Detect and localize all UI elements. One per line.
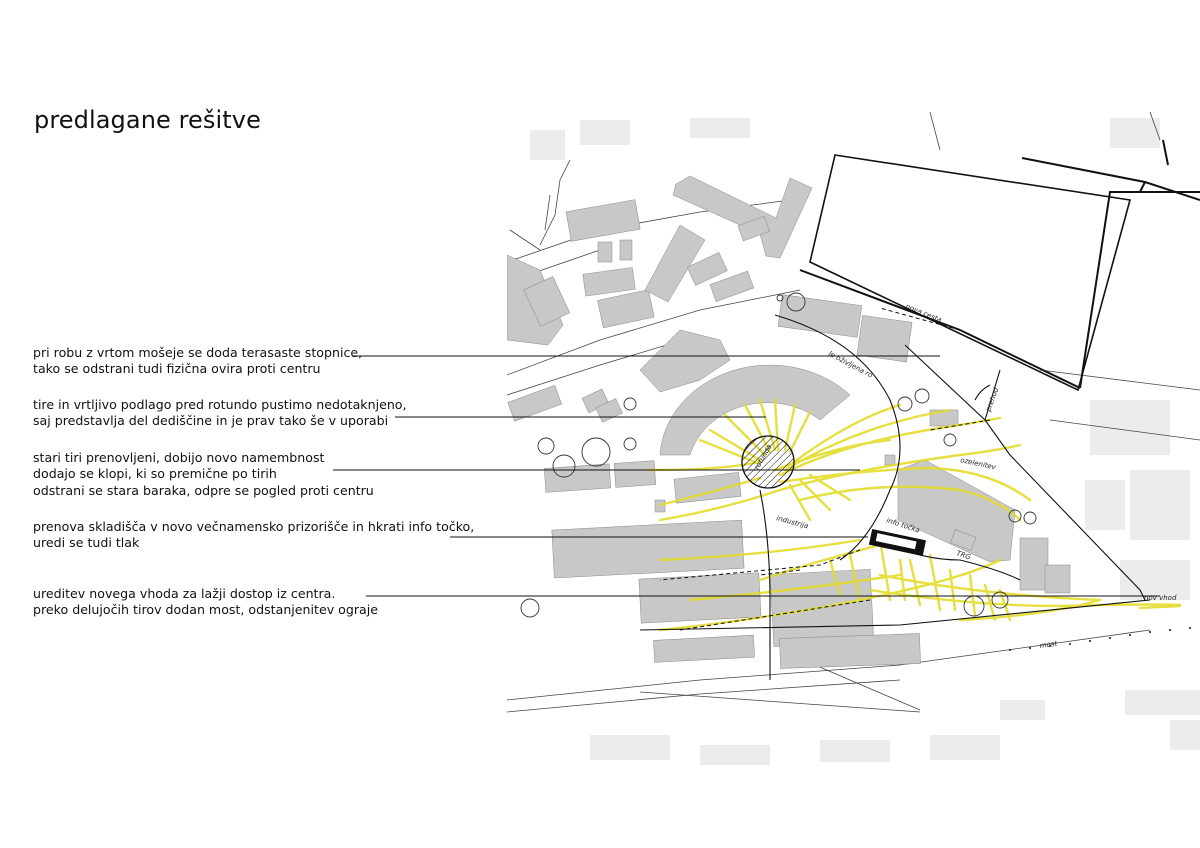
annotation-text: ureditev novega vhoda za lažji dostop iz… bbox=[33, 586, 336, 601]
plan-label-prehod: prehod bbox=[984, 386, 1001, 413]
annotation-note-3: stari tiri prenovljeni, dobijo novo name… bbox=[33, 450, 374, 499]
info-point-inner bbox=[875, 533, 917, 550]
plan-label-nova-cesta: nova cesta bbox=[904, 302, 942, 324]
annotation-text: odstrani se stara baraka, odpre se pogle… bbox=[33, 482, 374, 498]
turntable bbox=[741, 435, 795, 489]
annotation-text: dodajo se klopi, ki so premične po tirih bbox=[33, 466, 277, 482]
plan-label-vhod: nov vhod bbox=[1144, 594, 1177, 602]
page-title: predlagane rešitve bbox=[34, 106, 261, 134]
plan-label-most: most bbox=[1039, 640, 1058, 650]
annotation-text: saj predstavlja del dediščine in je prav… bbox=[33, 413, 389, 429]
background-buildings bbox=[530, 118, 1200, 765]
annotation-text: tako se odstrani tudi fizična ovira prot… bbox=[33, 361, 321, 377]
annotation-text: uredi se tudi tlak bbox=[33, 535, 140, 551]
dotted-rail bbox=[1009, 627, 1191, 651]
existing-buildings bbox=[507, 175, 1071, 669]
annotation-note-4: prenova skladišča v novo večnamensko pri… bbox=[33, 519, 474, 552]
dashed-arrows bbox=[659, 307, 991, 631]
rotunda-building bbox=[659, 364, 851, 456]
annotation-text: prenova skladišča v novo večnamensko pri… bbox=[33, 519, 475, 534]
annotation-text: preko delujočih tirov dodan most, odstan… bbox=[33, 602, 379, 618]
annotation-text: tire in vrtljivo podlago pred rotundo pu… bbox=[33, 397, 407, 412]
leader-lines bbox=[333, 355, 1160, 597]
annotation-note-1: pri robu z vrtom mošeje se doda terasast… bbox=[33, 345, 362, 378]
annotation-text: stari tiri prenovljeni, dobijo novo name… bbox=[33, 450, 325, 465]
annotation-note-5: ureditev novega vhoda za lažji dostop iz… bbox=[33, 586, 378, 619]
site-plan-base: nova cesta prehod le oživljena ro ozelen… bbox=[507, 112, 1200, 765]
plan-label-industrija: industrija bbox=[775, 514, 809, 530]
annotation-note-2: tire in vrtljivo podlago pred rotundo pu… bbox=[33, 397, 407, 430]
annotation-text: pri robu z vrtom mošeje se doda terasast… bbox=[33, 345, 363, 360]
plan-label-ozelenitev: ozelenitev bbox=[960, 456, 998, 472]
